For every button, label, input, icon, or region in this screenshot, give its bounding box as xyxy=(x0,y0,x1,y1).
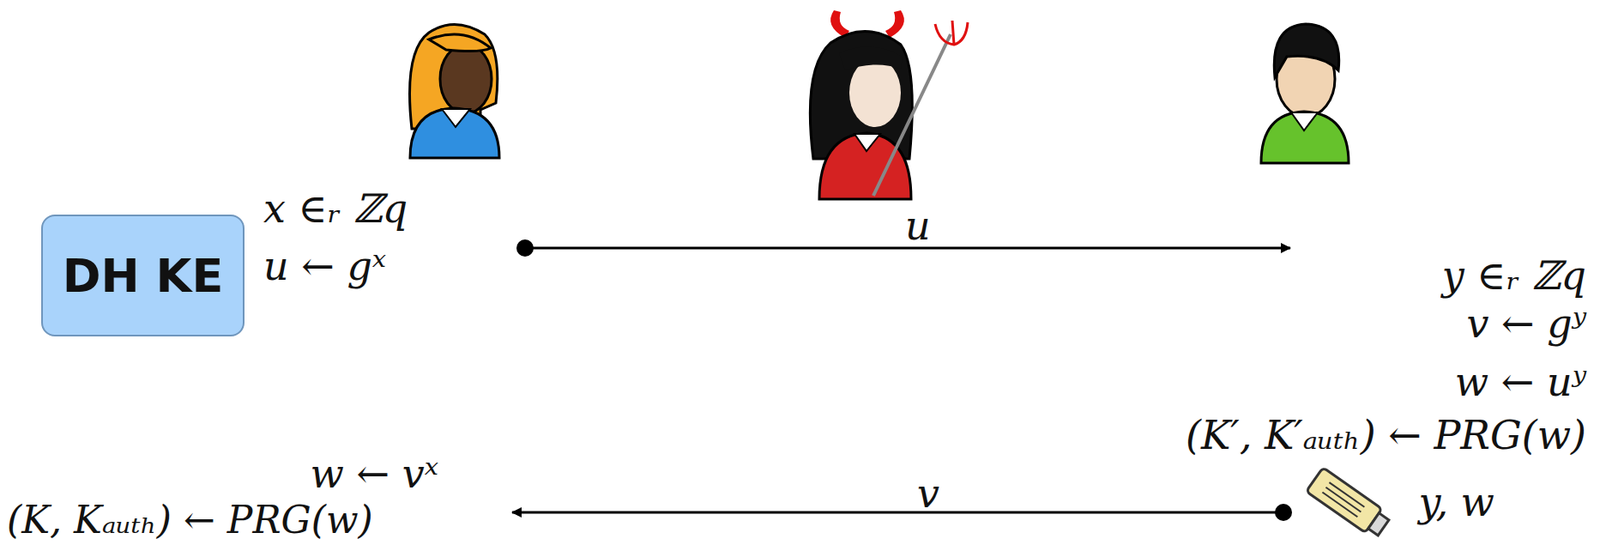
math-step: x ∈ᵣ ℤq xyxy=(263,185,408,232)
message-arrow-v xyxy=(512,503,1293,521)
box-title: DH KE xyxy=(62,248,224,303)
bob-icon xyxy=(1261,24,1349,164)
math-step: v ← gʸ xyxy=(1466,301,1587,346)
memory-stick-icon xyxy=(1306,467,1393,540)
message-label: v xyxy=(917,470,940,517)
message-arrow-u xyxy=(516,239,1291,257)
math-step: w ← vˣ xyxy=(310,450,439,497)
math-step: (K, Kₐᵤₜₕ) ← PRG(w) xyxy=(6,497,374,542)
math-step: w ← uʸ xyxy=(1455,360,1587,405)
process-box: DH KE xyxy=(41,214,245,337)
math-step: (K′, K′ₐᵤₜₕ) ← PRG(w) xyxy=(1185,411,1587,459)
math-step: w ← uʸ xyxy=(1455,358,1587,405)
message-label: v xyxy=(917,471,940,516)
message-label: u xyxy=(905,202,931,249)
math-step: x ∈ᵣ ℤq xyxy=(263,187,408,231)
math-step: y, w xyxy=(1418,478,1496,526)
eve-icon xyxy=(809,10,968,200)
math-step: (K′, K′ₐᵤₜₕ) ← PRG(w) xyxy=(1185,413,1587,458)
math-step: v ← gʸ xyxy=(1466,300,1587,347)
math-step: y ∈ᵣ ℤq xyxy=(1442,253,1587,298)
math-step: w ← vˣ xyxy=(310,452,439,496)
math-step: u ← gˣ xyxy=(263,242,387,290)
math-step: (K, Kₐᵤₜₕ) ← PRG(w) xyxy=(6,499,374,541)
message-label: u xyxy=(905,204,931,248)
alice-icon xyxy=(410,24,501,158)
math-step: y, w xyxy=(1418,480,1496,525)
math-step: y ∈ᵣ ℤq xyxy=(1442,252,1587,299)
math-step: u ← gˣ xyxy=(263,244,387,289)
